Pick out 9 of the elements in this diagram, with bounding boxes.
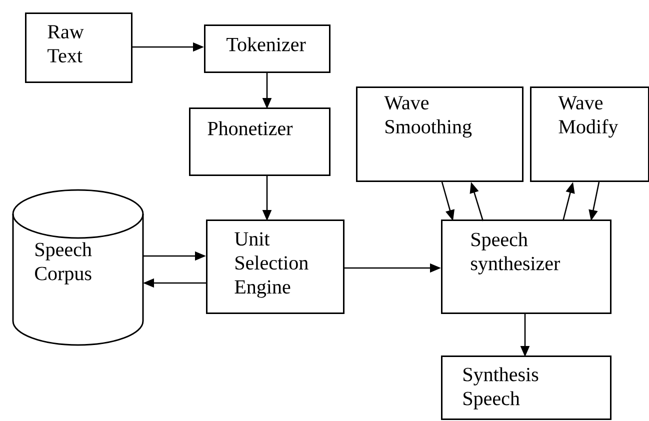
process-box: Wave Smoothing bbox=[356, 86, 524, 182]
node-label: Speech Corpus bbox=[35, 242, 92, 284]
process-box: Wave Modify bbox=[530, 86, 649, 182]
process-box: Tokenizer bbox=[204, 24, 330, 73]
process-box: Synthesis Speech bbox=[441, 356, 612, 420]
process-box: Unit Selection Engine bbox=[206, 220, 344, 314]
process-box: Phonetizer bbox=[189, 108, 330, 176]
process-box: Raw Text bbox=[25, 12, 132, 83]
process-box: Speech synthesizer bbox=[441, 220, 612, 314]
